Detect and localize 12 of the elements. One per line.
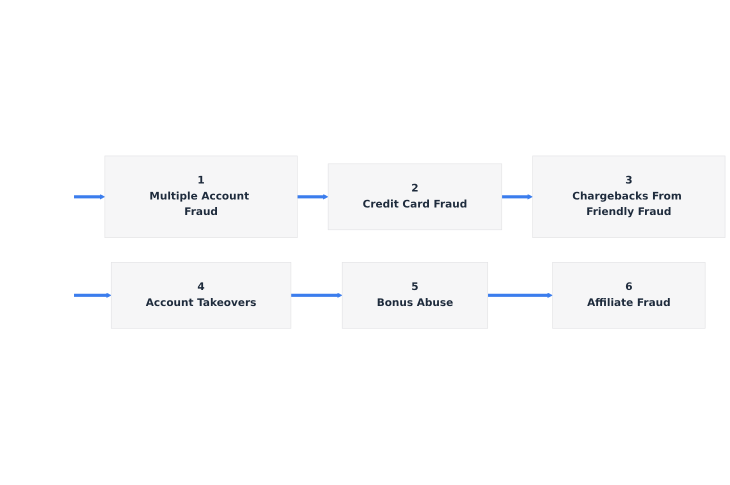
arrow — [488, 292, 553, 298]
arrow — [502, 194, 533, 200]
node-box: 6 Affiliate Fraud — [552, 262, 706, 329]
node-box: 3 Chargebacks From Friendly Fraud — [532, 156, 726, 238]
arrow — [290, 292, 342, 298]
node-box: 4 Account Takeovers — [110, 262, 292, 329]
arrow — [74, 292, 112, 298]
node-box: 5 Bonus Abuse — [342, 262, 488, 329]
node-box: 1 Multiple Account Fraud — [104, 156, 298, 238]
arrow — [74, 194, 106, 200]
node-box: 2 Credit Card Fraud — [328, 164, 502, 230]
arrow — [297, 194, 328, 200]
